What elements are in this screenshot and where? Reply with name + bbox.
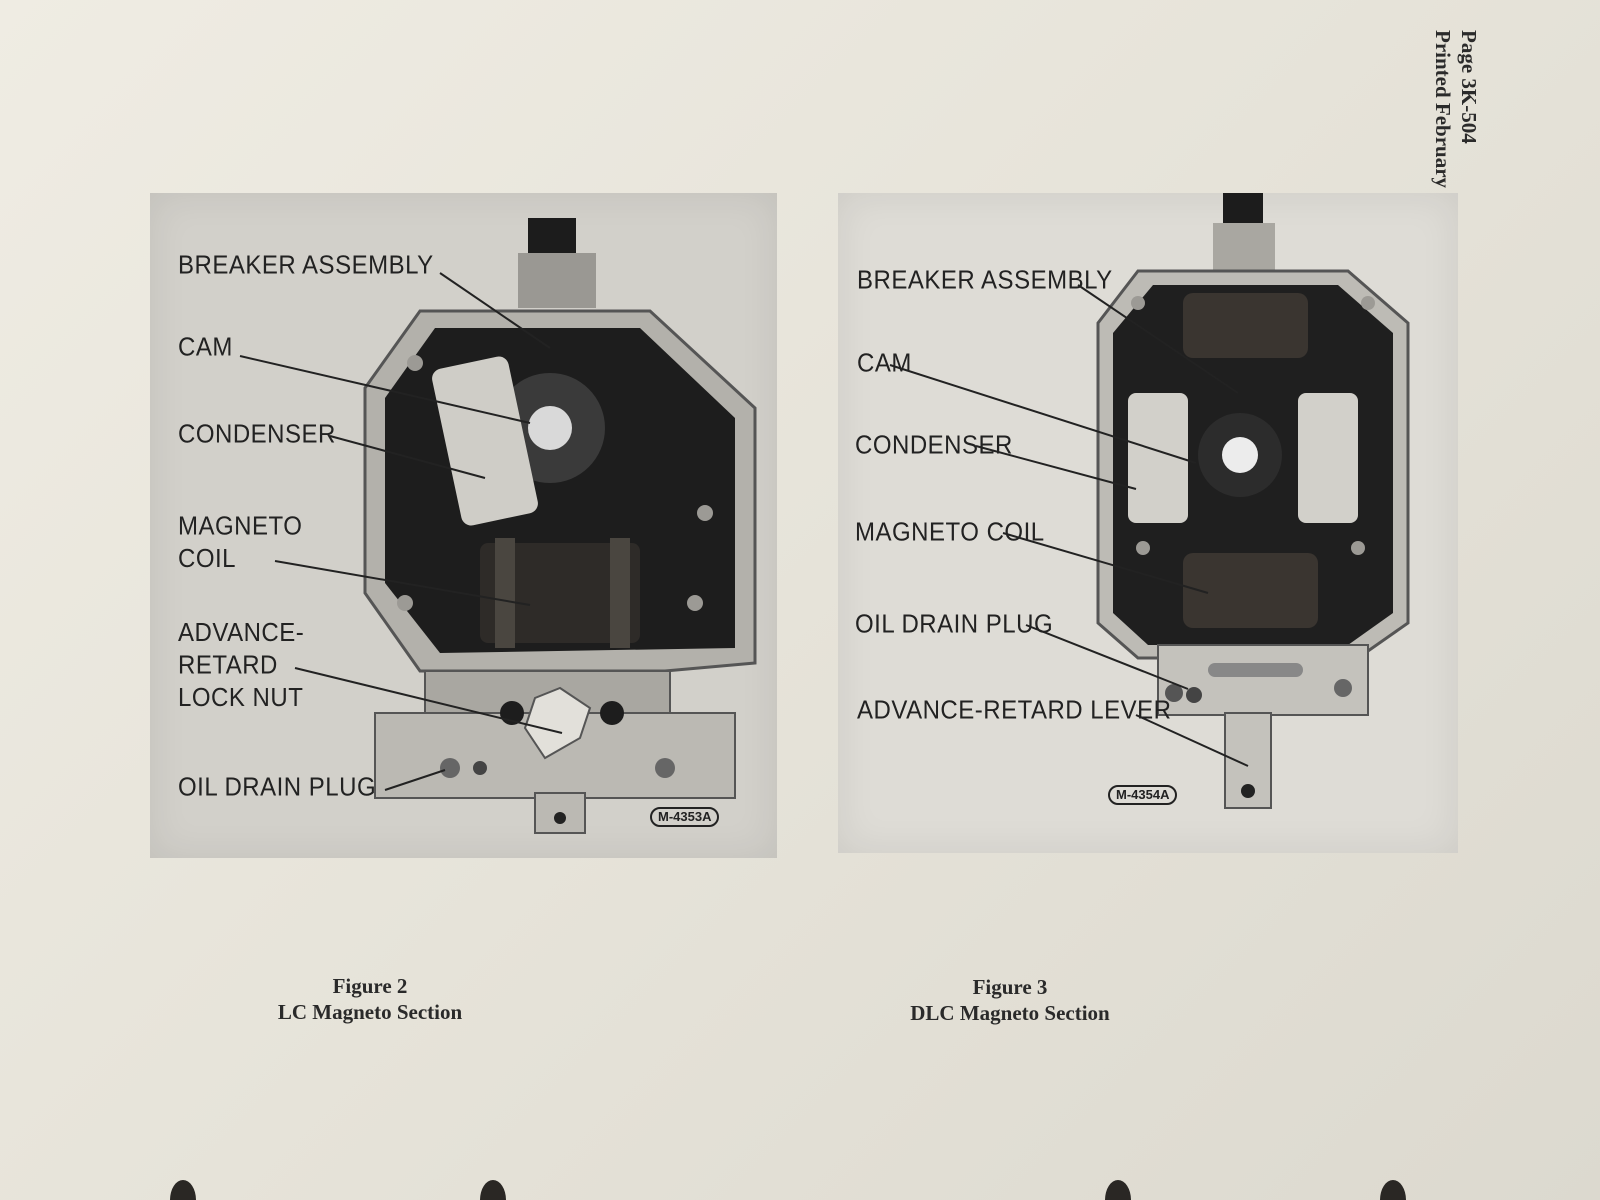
binder-hole <box>170 1180 196 1200</box>
label-advance-retard-lever: ADVANCE-RETARD LEVER <box>857 695 1172 726</box>
binder-hole <box>1380 1180 1406 1200</box>
label-breaker-assembly: BREAKER ASSEMBLY <box>857 265 1113 296</box>
figure-3: BREAKER ASSEMBLY CAM CONDENSER MAGNETO C… <box>838 193 1458 853</box>
label-oil-drain-plug: OIL DRAIN PLUG <box>855 609 1054 640</box>
label-breaker-assembly: BREAKER ASSEMBLY <box>178 250 434 281</box>
lc-magneto-illustration <box>239 218 757 834</box>
figure-2-number: Figure 2 <box>332 974 408 998</box>
figure-3-number: Figure 3 <box>972 975 1048 999</box>
figure-2-caption: Figure 2 LC Magneto Section <box>250 973 490 1025</box>
label-cam: CAM <box>857 348 912 379</box>
label-magneto-coil: MAGNETO COIL <box>855 517 1045 548</box>
lc-magneto-photo: BREAKER ASSEMBLY CAM CONDENSER MAGNETO C… <box>150 193 777 858</box>
figure-3-title: DLC Magneto Section <box>910 1001 1110 1025</box>
label-condenser: CONDENSER <box>855 430 1013 461</box>
label-advance-retard-lock-nut: ADVANCE- RETARD LOCK NUT <box>178 618 305 713</box>
dlc-magneto-illustration <box>889 193 1410 809</box>
label-oil-drain-plug: OIL DRAIN PLUG <box>178 772 377 803</box>
binder-hole <box>480 1180 506 1200</box>
label-condenser: CONDENSER <box>178 419 336 450</box>
label-magneto-coil: MAGNETO COIL <box>178 511 303 574</box>
binder-hole <box>1105 1180 1131 1200</box>
photo-code: M-4354A <box>1108 785 1178 805</box>
label-cam: CAM <box>178 332 233 363</box>
dlc-magneto-photo: BREAKER ASSEMBLY CAM CONDENSER MAGNETO C… <box>838 193 1458 853</box>
figure-2-title: LC Magneto Section <box>277 1000 463 1024</box>
figure-3-caption: Figure 3 DLC Magneto Section <box>870 974 1150 1026</box>
figure-2: BREAKER ASSEMBLY CAM CONDENSER MAGNETO C… <box>150 193 777 858</box>
photo-code: M-4353A <box>650 807 720 827</box>
page-number: Page 3K-504 <box>1457 30 1481 144</box>
